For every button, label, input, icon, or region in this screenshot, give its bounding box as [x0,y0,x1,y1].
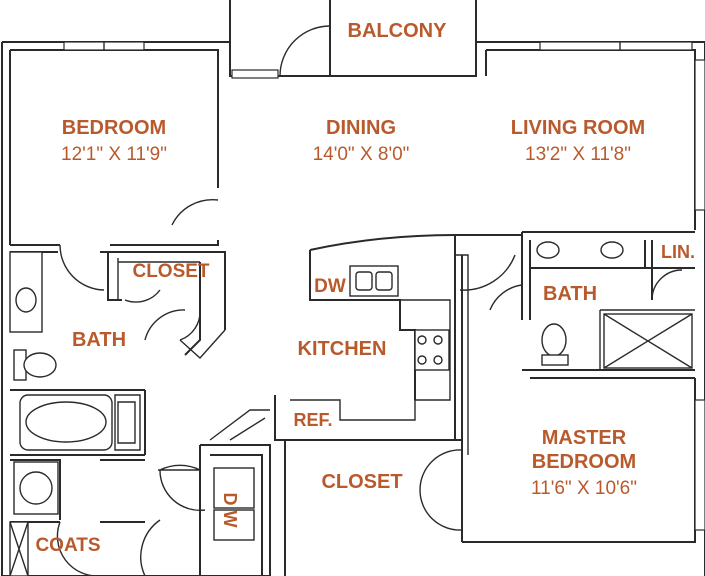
dw-laundry-label: D W [220,493,240,528]
bathtub-basin [25,401,107,443]
fixtures [9,241,693,576]
burner-icon [433,355,443,365]
burner-icon [417,335,427,345]
burner-icon [433,335,443,345]
toilet-icon [23,352,57,378]
dining-label: DINING [326,117,396,139]
washer [213,509,255,541]
toilet-icon [541,323,567,357]
window-dining [231,69,279,79]
dryer [213,467,255,509]
balcony-door [279,25,331,77]
coats-label: COATS [35,535,100,556]
window-master [694,399,705,531]
windows [63,41,705,531]
master-bedroom-label-2: BEDROOM [532,451,636,473]
bedroom-size: 12'1" X 11'9" [61,144,167,165]
bath-master-label: BATH [543,283,597,305]
sink-icon [600,241,624,259]
window-living [539,41,693,51]
dw-kitchen-label: DW [314,276,346,297]
window-living-side [694,59,705,211]
closet-hall-label: CLOSET [321,471,402,493]
sink-icon [536,241,560,259]
master-bedroom-size: 11'6" X 10'6" [531,478,637,499]
dining-size: 14'0" X 8'0" [313,144,410,165]
sink-icon [15,287,37,313]
water-heater-icon [19,471,53,505]
ref-label: REF. [293,410,332,430]
lin-label: LIN. [661,242,695,262]
kitchen-sink-bowl-1 [355,271,373,291]
master-bedroom-label-1: MASTER [542,427,627,449]
bedroom-label: BEDROOM [62,117,166,139]
toilet-tank [541,354,569,366]
burner-icon [417,355,427,365]
balcony-label: BALCONY [348,20,448,42]
closet-bedroom-label: CLOSET [132,261,209,282]
living-room-label: LIVING ROOM [511,117,645,139]
interior-walls [10,198,695,576]
labels: BALCONY BEDROOM 12'1" X 11'9" DINING 14'… [35,20,695,556]
kitchen-sink-bowl-2 [375,271,393,291]
kitchen-label: KITCHEN [298,338,387,360]
living-room-size: 13'2" X 11'8" [525,144,631,165]
bath-main-label: BATH [72,329,126,351]
